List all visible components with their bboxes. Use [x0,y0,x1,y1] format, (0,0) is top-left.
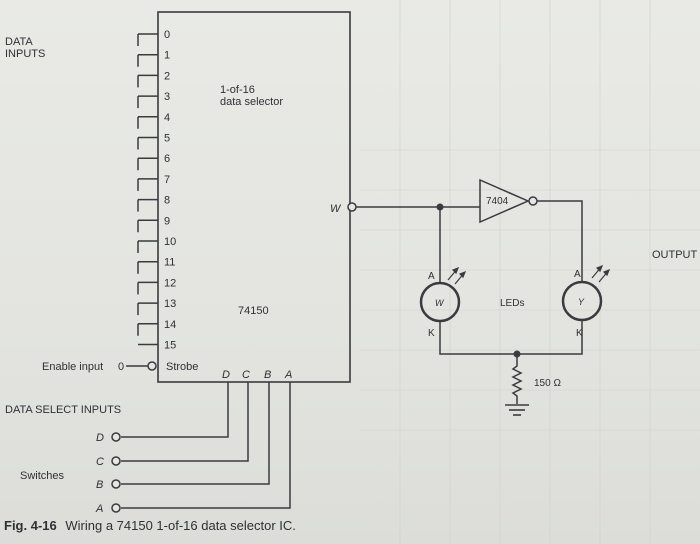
input-pin-label-9: 9 [164,215,170,227]
switches: D C B A [95,432,121,515]
led-y-anode: A [574,269,581,280]
input-pin-label-4: 4 [164,112,170,124]
led-w-name: W [435,298,445,308]
input-pin-label-1: 1 [164,50,170,62]
input-pin-label-15: 15 [164,340,176,352]
input-pin-label-2: 2 [164,70,170,82]
select-pin-d: D [222,369,230,381]
chip-74150 [157,11,351,383]
chip-title-line2: data selector [220,96,283,108]
input-pin-label-6: 6 [164,153,170,165]
figure-caption-text: Wiring a 74150 1-of-16 data selector IC. [65,518,296,533]
input-pin-label-10: 10 [164,236,176,248]
strobe-label: Strobe [166,361,198,373]
switch-c-terminal [111,456,121,466]
input-pin-label-3: 3 [164,91,170,103]
select-pin-b: B [264,369,271,381]
inverter-label: 7404 [486,196,509,207]
input-pin-label-7: 7 [164,174,170,186]
enable-input-label: Enable input [42,361,103,373]
switch-d-terminal [111,432,121,442]
leds-label: LEDs [500,298,524,309]
resistor-label: 150 Ω [534,378,561,389]
led-y-cathode: K [576,328,583,339]
switch-d-label: D [96,432,104,444]
inverter-bubble [528,196,538,206]
data-inputs-label-line2: INPUTS [5,48,45,60]
led-w-anode: A [428,271,435,282]
select-wires [121,382,291,509]
output-pin-w-label: W [330,203,342,215]
input-pin-label-11: 11 [164,257,175,269]
figure-number: Fig. 4-16 [4,518,57,533]
switch-a-label: A [95,503,103,515]
input-pin-label-13: 13 [164,298,176,310]
input-pin-label-5: 5 [164,133,170,145]
ground-icon [505,404,529,416]
led-w-cathode: K [428,328,435,339]
figure-caption: Fig. 4-16 Wiring a 74150 1-of-16 data se… [4,518,296,533]
output-pin-w-bubble [347,202,357,212]
enable-bubble [147,361,157,371]
resistor-150 [511,354,523,404]
inverter-output-wire [537,200,583,281]
input-pin-label-12: 12 [164,277,176,289]
switches-label: Switches [20,470,65,482]
switch-c-label: C [96,456,104,468]
led-y-name: Y [578,297,585,307]
data-select-inputs-label: DATA SELECT INPUTS [5,404,121,416]
led-y-light-icon [591,264,611,283]
background-grid [360,0,700,544]
switch-a-terminal [111,503,121,513]
switch-b-label: B [96,479,103,491]
select-pin-a: A [284,369,292,381]
led-w-cathode-wire [439,321,517,355]
select-pin-c: C [242,369,250,381]
input-pin-label-8: 8 [164,195,170,207]
enable-input-value: 0 [118,361,124,373]
led-y-cathode-wire [517,320,583,355]
switch-b-terminal [111,479,121,489]
data-inputs-label-line1: DATA [5,36,33,48]
input-pin-label-14: 14 [164,319,176,331]
inverter-7404 [479,178,530,224]
input-pin-label-0: 0 [164,29,170,41]
chip-title-line1: 1-of-16 [220,84,255,96]
output-label: OUTPUT [652,249,698,261]
led-w-light-icon [447,266,467,285]
chip-part-number: 74150 [238,305,269,317]
